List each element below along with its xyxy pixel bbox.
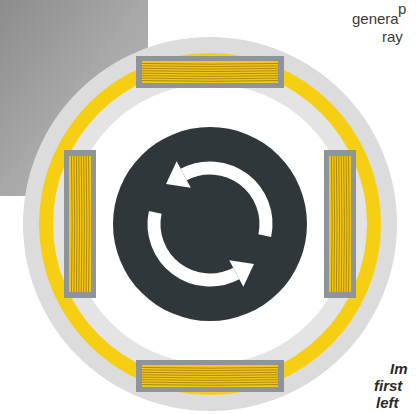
inner-ring xyxy=(53,67,367,381)
winding-line xyxy=(86,156,88,292)
winding-line xyxy=(71,156,73,292)
winding-line xyxy=(142,367,278,369)
winding-line xyxy=(83,156,85,292)
rotation-arrows xyxy=(154,168,266,280)
yellow-ring xyxy=(39,53,381,395)
coil-winding xyxy=(142,365,278,387)
winding-line xyxy=(73,156,75,292)
magnet-frame xyxy=(324,150,356,298)
coil-magnets xyxy=(64,56,356,392)
winding-line xyxy=(142,377,278,379)
rotation-arrow xyxy=(154,212,236,280)
winding-line xyxy=(341,156,343,292)
outer-ring xyxy=(23,37,397,411)
winding-line xyxy=(338,156,340,292)
text-fragment: Im xyxy=(390,360,408,377)
coil-winding xyxy=(329,156,351,292)
coil-winding xyxy=(142,61,278,83)
winding-line xyxy=(78,156,80,292)
text-fragment: left xyxy=(376,394,399,411)
winding-line xyxy=(76,156,78,292)
winding-line xyxy=(346,156,348,292)
arrow-head xyxy=(166,161,191,187)
winding-line xyxy=(142,70,278,72)
text-fragment: p xyxy=(398,0,406,17)
winding-line xyxy=(81,156,83,292)
winding-line xyxy=(343,156,345,292)
magnet-frame xyxy=(136,56,284,88)
winding-line xyxy=(331,156,333,292)
winding-line xyxy=(336,156,338,292)
arrow-head xyxy=(229,260,254,286)
rotor-disc xyxy=(113,127,307,321)
winding-line xyxy=(142,80,278,82)
winding-line xyxy=(142,78,278,80)
text-fragment: ray xyxy=(382,28,403,45)
winding-line xyxy=(348,156,350,292)
coil-winding xyxy=(69,156,91,292)
winding-line xyxy=(142,374,278,376)
winding-line xyxy=(142,68,278,70)
rotation-arrow xyxy=(184,168,266,236)
winding-line xyxy=(142,73,278,75)
winding-line xyxy=(142,65,278,67)
text-fragment: first xyxy=(374,377,402,394)
winding-line xyxy=(142,75,278,77)
coil-magnet xyxy=(136,360,284,392)
winding-line xyxy=(88,156,90,292)
winding-line xyxy=(142,369,278,371)
winding-line xyxy=(142,384,278,386)
winding-line xyxy=(142,63,278,65)
stator-ground xyxy=(70,84,350,364)
magnet-frame xyxy=(136,360,284,392)
magnet-frame xyxy=(64,150,96,298)
coil-magnet xyxy=(136,56,284,88)
coil-magnet xyxy=(64,150,96,298)
winding-line xyxy=(333,156,335,292)
winding-line xyxy=(142,382,278,384)
coil-magnet xyxy=(324,150,356,298)
winding-line xyxy=(142,372,278,374)
text-fragment: genera xyxy=(352,10,399,27)
winding-line xyxy=(142,379,278,381)
